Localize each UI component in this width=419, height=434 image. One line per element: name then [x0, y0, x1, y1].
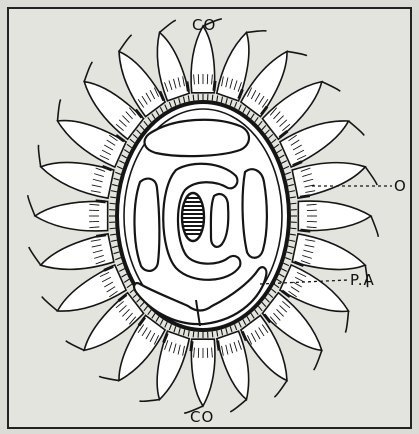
fringe-stroke: [110, 228, 116, 229]
label-pa: P.A: [350, 271, 375, 289]
petal-base-mark: [191, 341, 192, 351]
fringe-stroke: [110, 203, 116, 204]
fringe-stroke: [212, 95, 213, 101]
petal-base-mark: [218, 341, 219, 351]
right-lobe: [243, 169, 267, 258]
petal-base-mark: [214, 81, 215, 91]
petal-base-mark: [96, 235, 106, 236]
fringe-stroke: [193, 331, 194, 337]
fringe-stroke: [212, 331, 213, 337]
fringe-stroke: [291, 203, 297, 204]
central-body: [117, 102, 289, 330]
fringe-stroke: [291, 228, 297, 229]
petal-base-mark: [187, 82, 188, 92]
petal-base-mark: [300, 230, 310, 231]
fringe-stroke: [193, 95, 194, 101]
label-o: O: [394, 177, 407, 195]
petal-base-mark: [300, 196, 310, 197]
petal-base-mark: [96, 201, 106, 202]
left-lobe: [134, 179, 159, 271]
label-co-top: CO: [192, 16, 216, 34]
label-co-bottom: CO: [190, 408, 214, 426]
inner-right-lobe: [211, 194, 228, 247]
